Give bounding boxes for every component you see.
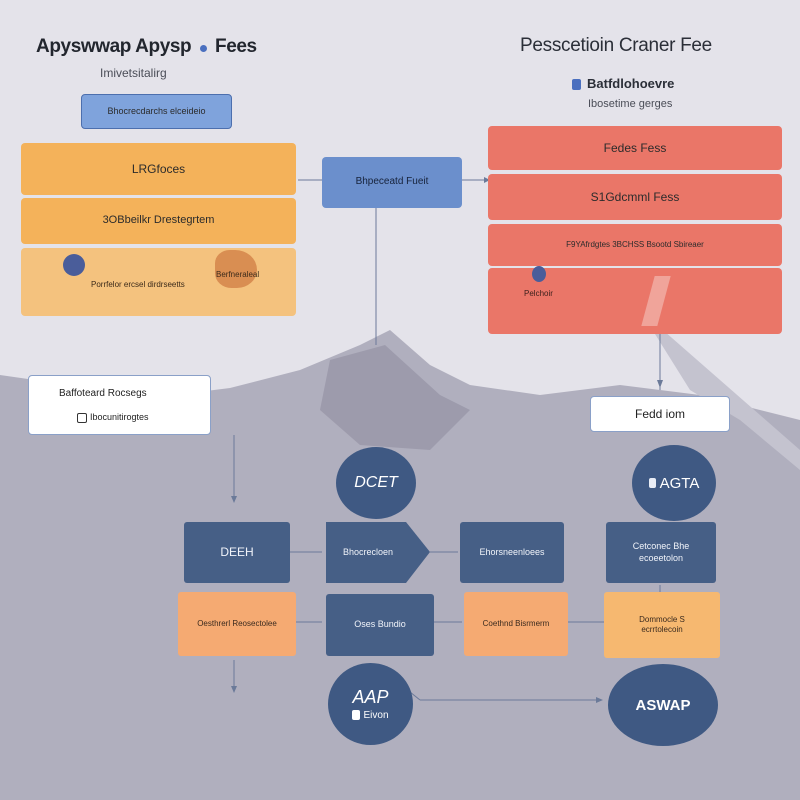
blob-icon	[532, 266, 546, 282]
checkbox-icon	[77, 412, 87, 423]
title-left: Apyswwap Apysp Fees	[36, 36, 257, 58]
flow-node-2[interactable]: Bhocrecloen	[326, 522, 430, 583]
flow-node-1[interactable]: DEEH	[184, 522, 290, 583]
right-row-4-text: Pelchoir	[524, 289, 553, 298]
left-row-1[interactable]: LRGfoces	[21, 143, 296, 195]
mountain-peak-right	[640, 310, 800, 470]
title-left-text: Apyswwap Apysp	[36, 36, 192, 57]
subtitle-left: Imivetsitalirg	[100, 66, 167, 80]
circle-node-3-sub-text: Eivon	[363, 710, 389, 721]
flow-node-5[interactable]: Oses Bundio	[326, 594, 434, 656]
left-row-3-text: Porrfelor ercsel dirdrseetts	[91, 280, 185, 289]
left-note[interactable]: Baffoteard Rocsegs Ibocunitirogtes	[28, 375, 211, 435]
mountain-shadow	[320, 345, 470, 450]
pentagon-shape	[326, 522, 430, 583]
square-icon	[648, 478, 656, 488]
circle-node-3-text: AAP	[352, 687, 389, 707]
arrow-head	[484, 177, 490, 183]
blob-icon	[63, 254, 85, 276]
circle-node-1[interactable]: DCET	[336, 447, 416, 519]
circle-node-3-sub: Eivon	[352, 710, 389, 721]
title-left-suffix: Fees	[215, 36, 257, 57]
circle-node-2-text: AGTA	[659, 474, 700, 492]
right-row-1[interactable]: Fedes Fess	[488, 126, 782, 170]
left-row-3[interactable]: Berfneraleal Porrfelor ercsel dirdrseett…	[21, 248, 296, 316]
arrow-head	[657, 380, 663, 388]
flow-node-2-text: Bhocrecloen	[342, 546, 394, 557]
blob-icon	[215, 250, 257, 288]
left-note-line-1: Baffoteard Rocsegs	[59, 388, 147, 399]
square-icon	[352, 710, 361, 721]
right-note[interactable]: Fedd iom	[590, 396, 730, 432]
left-top-label[interactable]: Bhocrecdarchs elceideio	[81, 94, 232, 129]
flow-peach-1[interactable]: Oesthrerl Reosectolee	[178, 592, 296, 656]
right-row-3[interactable]: F9YAfrdgtes 3BCHSS Bsootd Sbireaer	[488, 224, 782, 266]
right-row-2[interactable]: S1Gdcmml Fess	[488, 174, 782, 220]
left-note-line-2: Ibocunitirogtes	[77, 412, 149, 423]
left-note-line-2-text: Ibocunitirogtes	[90, 412, 149, 422]
flow-peach-3[interactable]: Dommocle S ecrrtolecoin	[604, 592, 720, 658]
circle-node-3[interactable]: AAP Eivon	[328, 663, 413, 745]
title-right: Pesscetioin Craner Fee	[520, 35, 712, 56]
flow-node-4[interactable]: Cetconec Bhe ecoeetolon	[606, 522, 716, 583]
arrow-head	[231, 496, 237, 503]
arrow-head	[596, 697, 603, 703]
subtitle-right-2: Ibosetime gerges	[588, 98, 673, 110]
square-icon	[572, 79, 581, 91]
subtitle-right-text: Batfdlohoevre	[587, 76, 675, 91]
flow-peach-2[interactable]: Coethnd Bisrmerm	[464, 592, 568, 656]
circle-node-2[interactable]: AGTA	[632, 445, 716, 521]
flow-node-3[interactable]: Ehorsneenloees	[460, 522, 564, 583]
right-row-4[interactable]: Pelchoir	[488, 266, 782, 334]
arrow-head	[231, 686, 237, 693]
circle-node-4[interactable]: ASWAP	[608, 664, 718, 746]
fold-shape	[641, 276, 671, 326]
left-row-3-tag: Berfneraleal	[216, 270, 260, 279]
center-box[interactable]: Bhpeceatd Fueit	[322, 157, 462, 208]
left-row-2[interactable]: 3OBbeilkr Drestegrtem	[21, 198, 296, 244]
bullet-icon	[200, 45, 208, 52]
subtitle-right: Batfdlohoevre	[572, 76, 674, 91]
